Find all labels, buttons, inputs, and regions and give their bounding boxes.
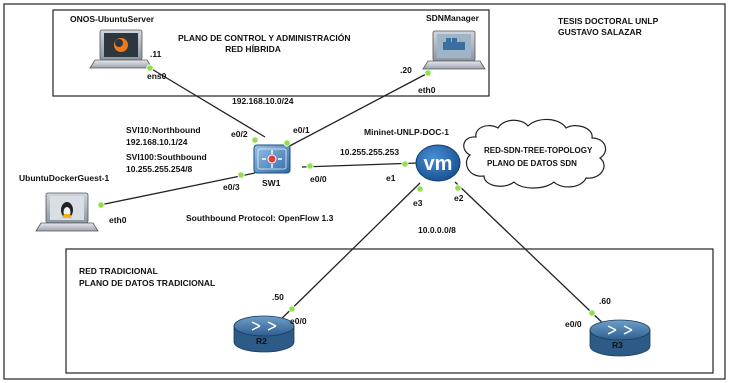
r2-iface: e0/0 [290,316,307,326]
mininet-ip: 10.255.255.253 [340,147,399,157]
sdnmanager-ip-suffix: .20 [400,65,412,75]
mininet-node-name: Mininet-UNLP-DOC-1 [364,127,449,137]
sw1-svi100-ip: 10.255.255.254/8 [126,164,192,174]
onos-node-name: ONOS-UbuntuServer [70,14,155,24]
vm-badge-label: vm [424,153,453,175]
sw1-protocol: Southbound Protocol: OpenFlow 1.3 [186,213,334,223]
port-r3-e0-0 [588,309,596,317]
port-sdnmanager-eth0 [424,69,432,77]
link-mininet-r2 [269,182,421,331]
sdnmanager-node-name: SDNManager [426,13,480,23]
port-sw1-e0-1 [283,139,291,147]
sw1-e0-3-label: e0/3 [223,182,240,192]
port-sw1-e0-3 [237,171,245,179]
r3-ip-suffix: .60 [599,296,611,306]
onos-laptop-icon[interactable] [89,29,153,69]
thesis-author: GUSTAVO SALAZAR [558,27,642,37]
port-mininet-e1 [401,160,409,168]
control-plane-title: PLANO DE CONTROL Y ADMINISTRACIÓN [178,32,351,43]
link-mininet-r3 [454,181,611,331]
mininet-vm-icon[interactable]: vm [415,144,461,182]
docker-guest-laptop-icon[interactable] [35,192,99,232]
link-onos-sw1 [149,67,266,138]
r2-router-icon[interactable] [233,315,295,353]
port-sw1-e0-2 [251,136,259,144]
docker-iface: eth0 [109,215,127,225]
link-sdnmanager-sw1 [281,72,429,151]
port-r2-e0-0 [288,305,296,313]
sw1-name: SW1 [262,178,281,188]
control-plane-subtitle: RED HÍBRIDA [225,44,281,54]
r2-ip-suffix: .50 [272,292,284,302]
sdn-cloud [463,118,607,189]
outer-frame [3,3,726,380]
sw1-e0-2-label: e0/2 [231,129,248,139]
link-sw1-mininet [301,162,419,168]
r3-name: R3 [612,340,623,350]
port-sw1-e0-0 [306,162,314,170]
sw1-e0-1-label: e0/1 [293,125,310,135]
onos-ip-suffix: .11 [150,49,162,59]
mininet-e2-label: e2 [454,193,464,203]
link-docker-sw1 [99,172,256,206]
sw1-svi10-name: SVI10:Northbound [126,125,201,135]
r3-router-icon[interactable] [589,319,651,357]
sw1-svi100-name: SVI100:Southbound [126,152,207,162]
r3-iface: e0/0 [565,319,582,329]
traditional-title: RED TRADICIONAL [79,266,158,276]
port-onos-ens0 [146,64,154,72]
sw1-switch-icon[interactable] [253,144,291,174]
traditional-subtitle: PLANO DE DATOS TRADICIONAL [79,278,215,288]
r2-name: R2 [256,336,267,346]
cloud-label-line2: PLANO DE DATOS SDN [487,159,577,168]
port-mininet-e2 [454,184,462,192]
mininet-e1-label: e1 [386,173,396,183]
traditional-subnet: 10.0.0.0/8 [418,225,456,235]
mininet-e3-label: e3 [413,198,423,208]
thesis-title: TESIS DOCTORAL UNLP [558,16,659,26]
onos-iface: ens0 [147,71,167,81]
control-plane-subnet: 192.168.10.0/24 [232,96,294,106]
port-mininet-e3 [416,185,424,193]
sdnmanager-laptop-icon[interactable] [422,30,486,70]
traditional-network-area [65,248,714,374]
sdnmanager-iface: eth0 [418,85,436,95]
docker-node-name: UbuntuDockerGuest-1 [19,173,109,183]
cloud-label-line1: RED-SDN-TREE-TOPOLOGY [484,146,593,155]
port-docker-eth0 [97,201,105,209]
sw1-e0-0-label: e0/0 [310,174,327,184]
control-plane-area [52,9,490,97]
sw1-svi10-ip: 192.168.10.1/24 [126,137,188,147]
